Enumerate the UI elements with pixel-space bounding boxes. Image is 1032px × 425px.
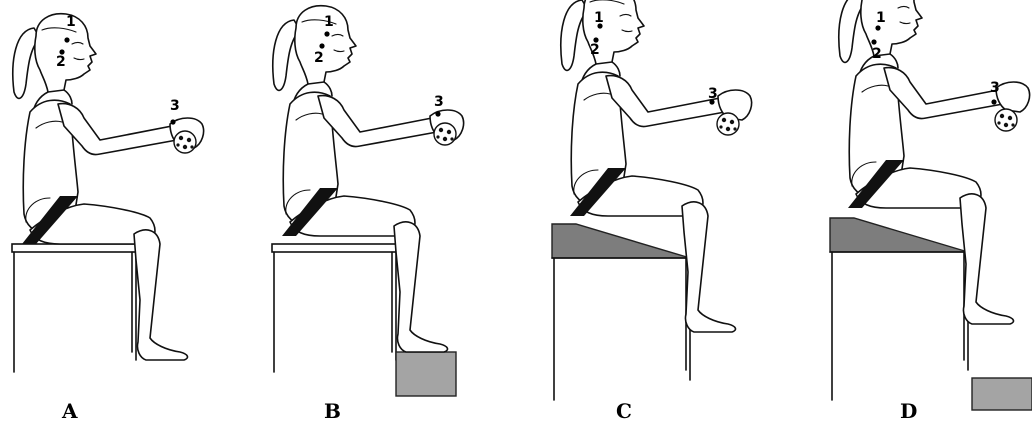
seat-wedge [552, 224, 690, 258]
panel-label-a: A [61, 399, 78, 423]
point-1-label: 1 [66, 14, 76, 30]
point-2-marker [871, 39, 876, 44]
point-1-label: 1 [324, 14, 334, 30]
point-2-marker [319, 43, 324, 48]
point-3-label: 3 [170, 98, 180, 114]
point-2-label: 2 [590, 42, 600, 58]
point-1-label: 1 [876, 10, 886, 26]
panel-label-d: D [900, 399, 917, 423]
point-3-label: 3 [434, 94, 444, 110]
panel-label-b: B [324, 399, 341, 423]
panel-a: 1 2 3 A [12, 14, 204, 423]
ball-icon [174, 131, 196, 153]
point-3-marker [991, 99, 996, 104]
ball-icon [717, 113, 739, 135]
point-1-label: 1 [594, 10, 604, 26]
seated-person [273, 6, 464, 352]
point-2-label: 2 [56, 54, 66, 70]
seat-block [12, 244, 136, 372]
panel-c: 1 2 3 C [552, 0, 752, 423]
seat-wedge [830, 218, 968, 252]
ball-icon [995, 109, 1017, 131]
point-1-marker [64, 37, 69, 42]
seated-person [13, 14, 204, 360]
panel-b: 1 2 3 B [272, 6, 464, 423]
panel-label-c: C [616, 399, 632, 423]
panel-d: 1 2 3 D [830, 0, 1032, 423]
footrest-box [396, 352, 456, 396]
point-3-marker [435, 111, 440, 116]
footrest-box [972, 378, 1032, 410]
point-3-marker [170, 119, 175, 124]
ball-icon [434, 123, 456, 145]
point-3-label: 3 [708, 86, 718, 102]
seated-person [839, 0, 1030, 324]
point-1-marker [875, 25, 880, 30]
point-1-marker [324, 31, 329, 36]
point-3-label: 3 [990, 80, 1000, 96]
point-2-label: 2 [314, 50, 324, 66]
point-2-label: 2 [872, 46, 882, 62]
seat-block [272, 244, 396, 372]
